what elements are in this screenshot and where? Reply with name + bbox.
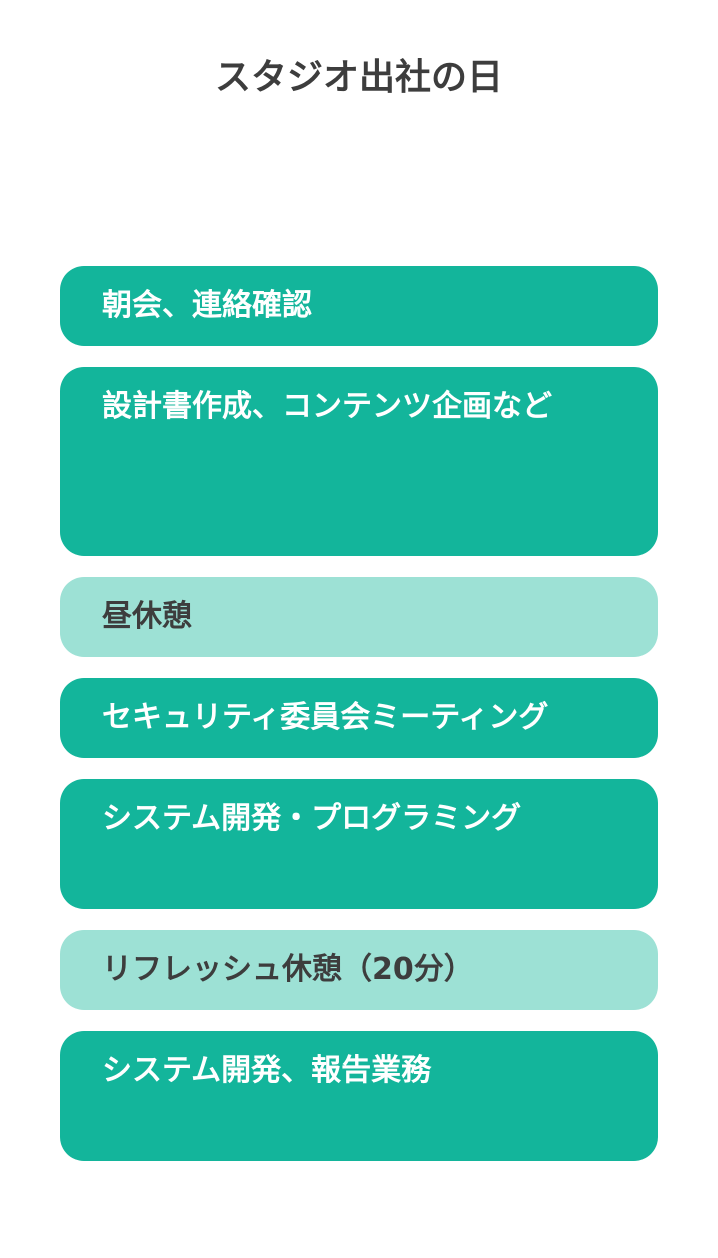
schedule-block-development-reporting: システム開発、報告業務 [60,1031,658,1161]
schedule-block-refresh-break: リフレッシュ休憩（20分） [60,930,658,1010]
schedule-block-system-development: システム開発・プログラミング [60,779,658,909]
schedule-block-security-meeting: セキュリティ委員会ミーティング [60,678,658,758]
schedule-block-label: 朝会、連絡確認 [102,288,312,323]
schedule-block-label: 昼休憩 [102,599,192,634]
schedule-block-label: リフレッシュ休憩（20分） [102,952,474,987]
schedule-block-design-planning: 設計書作成、コンテンツ企画など [60,367,658,556]
schedule-block-label: 設計書作成、コンテンツ企画など [102,389,552,424]
page-title: スタジオ出社の日 [214,57,503,98]
schedule-block-morning-meeting: 朝会、連絡確認 [60,266,658,346]
schedule-list: 朝会、連絡確認 設計書作成、コンテンツ企画など 昼休憩 セキュリティ委員会ミーテ… [60,266,658,1182]
schedule-block-lunch-break: 昼休憩 [60,577,658,657]
schedule-block-label: セキュリティ委員会ミーティング [102,700,549,735]
schedule-block-label: システム開発、報告業務 [102,1053,432,1088]
schedule-block-label: システム開発・プログラミング [102,801,522,836]
